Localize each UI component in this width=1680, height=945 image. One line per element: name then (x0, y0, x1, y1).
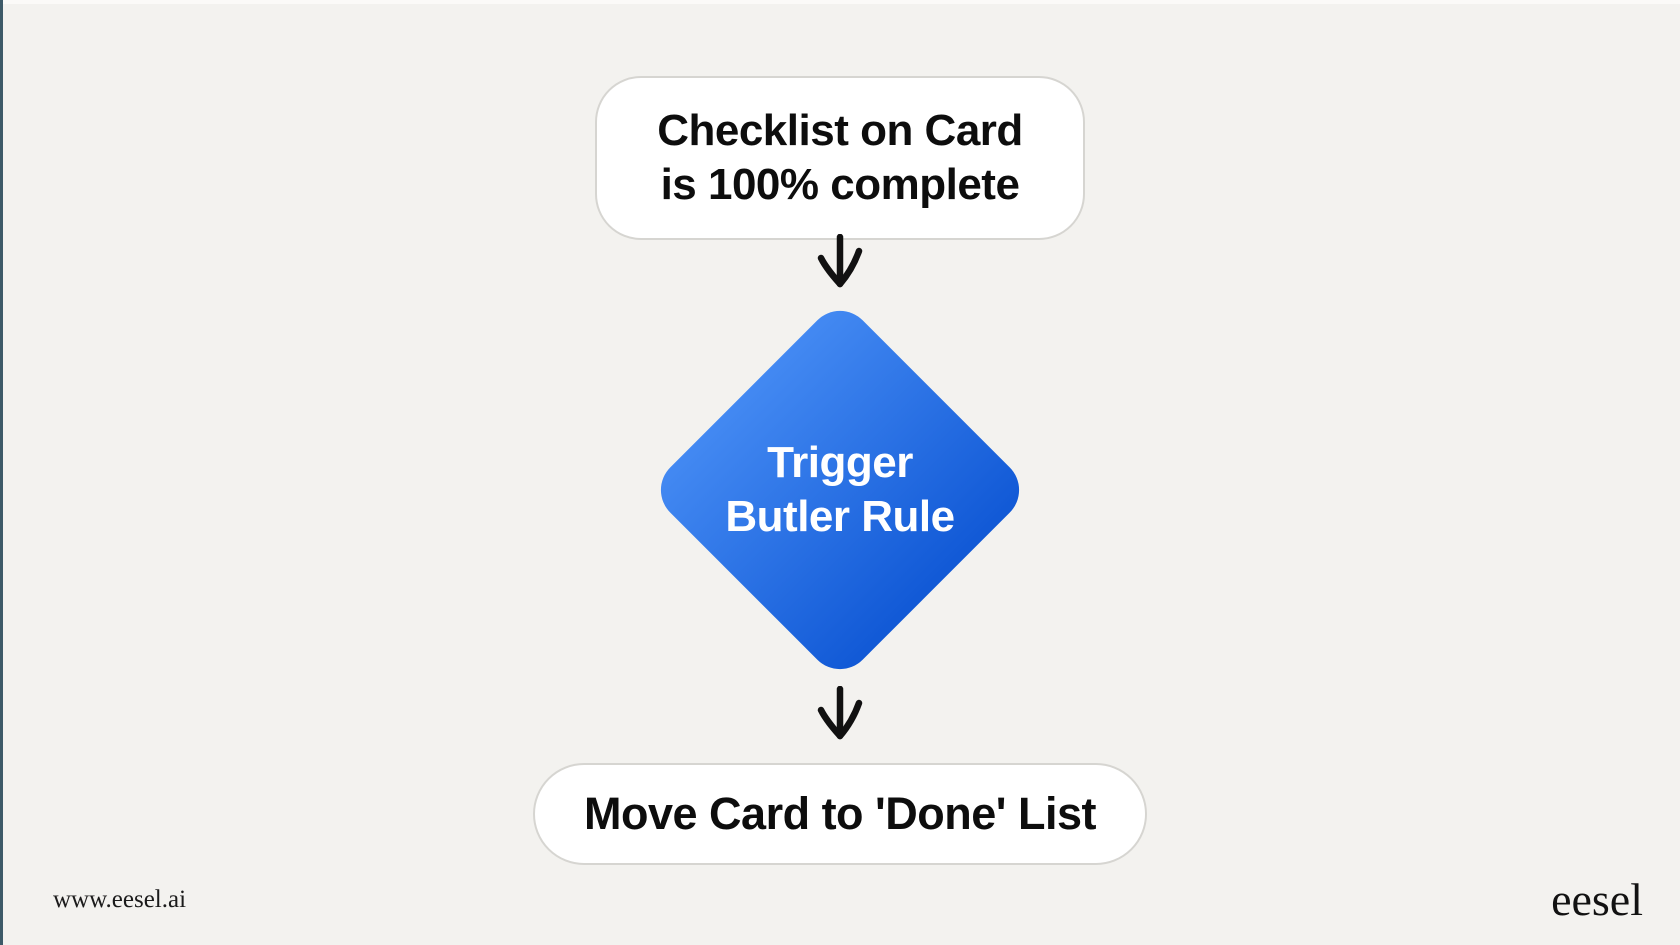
decision-diamond-shape: Trigger Butler Rule (647, 297, 1033, 683)
decision-label-line2: Butler Rule (725, 492, 955, 541)
decision-label-line1: Trigger (767, 438, 913, 487)
website-url: www.eesel.ai (53, 886, 187, 913)
flow-node-start-line1: Checklist on Card (657, 106, 1023, 155)
decision-label: Trigger Butler Rule (704, 354, 976, 626)
flow-node-start: Checklist on Card is 100% complete (595, 76, 1085, 240)
flow-node-start-line2: is 100% complete (660, 160, 1020, 209)
flow-node-end-label: Move Card to 'Done' List (584, 788, 1096, 839)
flow-node-decision: Trigger Butler Rule (647, 297, 1033, 683)
top-edge-highlight (0, 0, 1680, 4)
left-accent-bar (0, 0, 3, 945)
flow-node-end: Move Card to 'Done' List (533, 763, 1147, 865)
arrow-down-icon (817, 234, 863, 288)
arrow-down-icon (817, 686, 863, 740)
brand-logo: eesel (1551, 874, 1643, 925)
